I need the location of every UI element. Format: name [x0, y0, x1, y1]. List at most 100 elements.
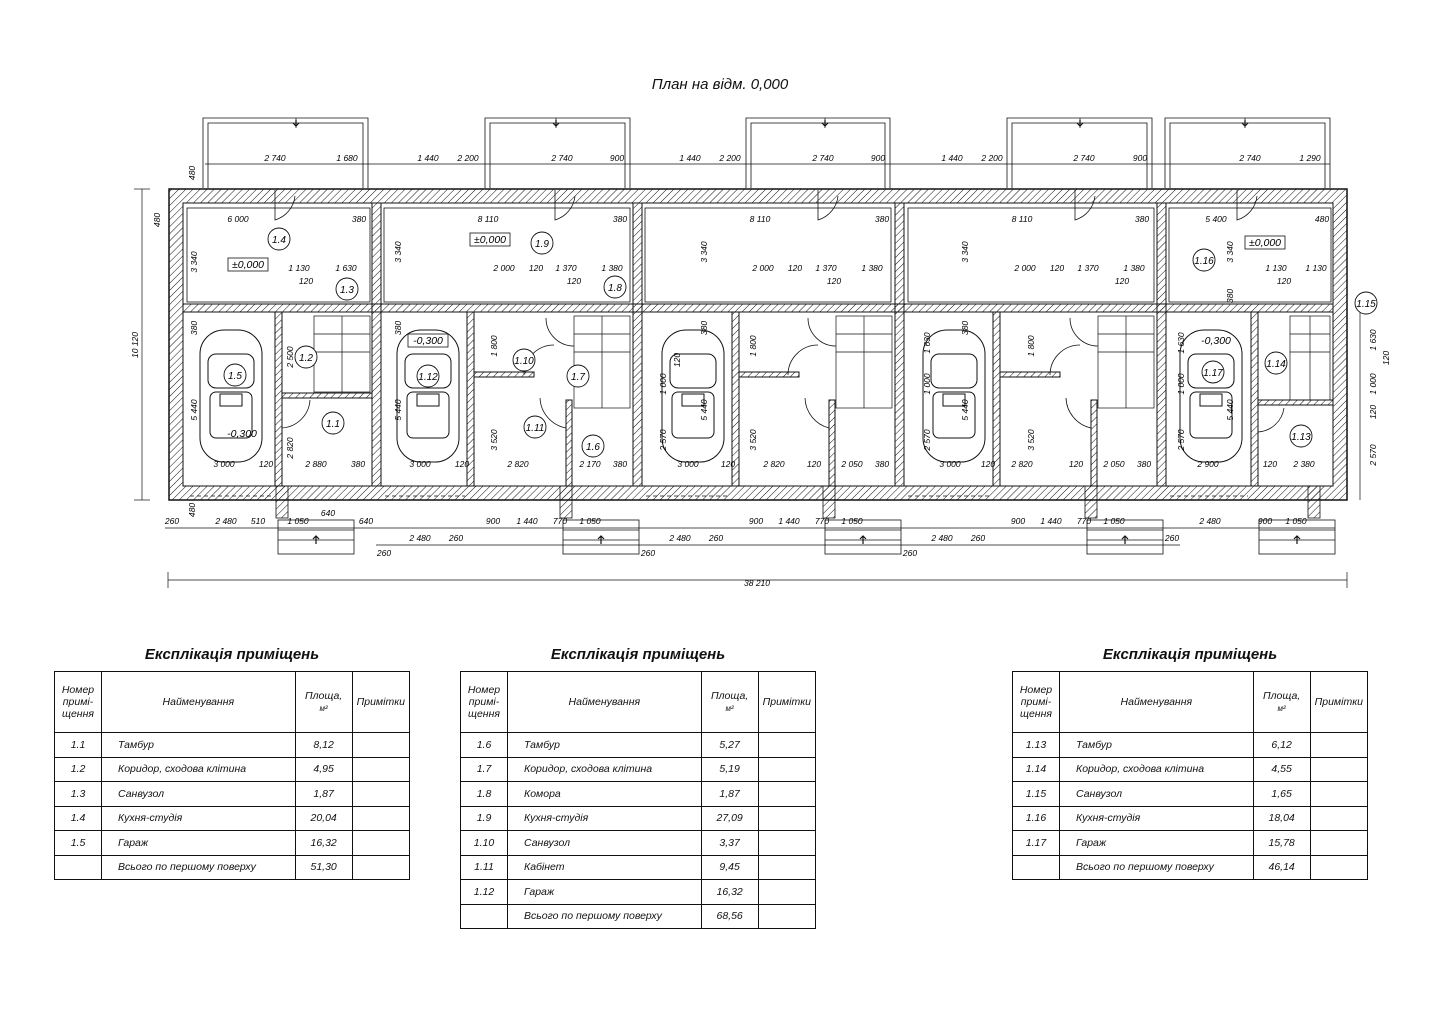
room-number-label: 1.7 — [571, 372, 585, 383]
total-note — [757, 903, 817, 929]
room-dimension-label: 2 900 — [1196, 459, 1219, 469]
col-name-header: Найменування — [1059, 671, 1254, 733]
room-dimension-label: 380 — [613, 459, 627, 469]
level-mark-label: -0,300 — [227, 428, 257, 440]
inner-dimension-label: 380 — [613, 214, 627, 224]
room-dimension-label: 2 820 — [1010, 459, 1033, 469]
room-marker-circle — [223, 363, 247, 387]
room-number: 1.8 — [460, 781, 508, 807]
top-dimension-label: 2 740 — [1238, 153, 1261, 163]
inner-dimension-label: 8 110 — [750, 214, 771, 224]
room-dimension-label: 2 000 — [492, 263, 515, 273]
room-marker-circle — [603, 275, 627, 299]
col-area-header: Площа,м² — [1252, 671, 1311, 733]
bottom-dimension-label: 260 — [1164, 533, 1179, 543]
room-number-label: 1.10 — [514, 356, 534, 367]
room-dimension-label: 380 — [351, 459, 365, 469]
room-number: 1.11 — [460, 854, 508, 880]
total-number — [1012, 854, 1060, 880]
bottom-dimension-label: 1 050 — [287, 516, 309, 526]
vertical-dimension-label: 1 800 — [748, 335, 758, 357]
room-name: Санвузол — [1059, 781, 1254, 807]
room-area: 1,87 — [294, 781, 353, 807]
bottom-dimension-label: 770 — [815, 516, 829, 526]
room-dimension-label: 1 380 — [601, 263, 623, 273]
vertical-dimension-label: 3 340 — [1225, 241, 1235, 263]
room-note — [1309, 732, 1369, 758]
top-dimension-label: 1 440 — [679, 153, 701, 163]
col-name-header: Найменування — [101, 671, 296, 733]
vertical-dimension-label: 480 — [152, 213, 162, 227]
room-marker-circle — [1192, 248, 1216, 272]
total-number — [54, 854, 102, 880]
number-header-line: щення — [468, 708, 500, 720]
room-marker-circle — [335, 277, 359, 301]
room-marker-circle — [1289, 424, 1313, 448]
room-dimension-label: 2 820 — [506, 459, 529, 469]
table-2-title: Експлікація приміщень — [550, 646, 726, 663]
room-marker-circle — [1264, 351, 1288, 375]
vertical-dimension-label: 2 570 — [1176, 429, 1186, 452]
top-dimension-label: 2 200 — [456, 153, 479, 163]
room-note — [1309, 781, 1369, 807]
room-dimension-label: 2 050 — [840, 459, 863, 469]
room-dimension-label: 120 — [1277, 276, 1291, 286]
room-area: 5,27 — [700, 732, 759, 758]
col-area-header: Площа,м² — [294, 671, 353, 733]
bottom-dimension-label: 2 480 — [408, 533, 431, 543]
interior-walls — [182, 202, 1334, 487]
room-dimension-label: 1 370 — [1077, 263, 1099, 273]
room-name: Комора — [507, 781, 702, 807]
inner-dimension-label: 380 — [1135, 214, 1149, 224]
room-note — [351, 756, 411, 782]
room-name: Гараж — [1059, 830, 1254, 856]
room-number: 1.17 — [1012, 830, 1060, 856]
bottom-dimension-label: 770 — [1077, 516, 1091, 526]
room-area: 1,65 — [1252, 781, 1311, 807]
room-dimension-label: 380 — [875, 459, 889, 469]
vertical-dimension-label: 1 000 — [1176, 373, 1186, 395]
room-marker-circle — [294, 345, 318, 369]
room-dimension-label: 120 — [827, 276, 841, 286]
vertical-dimension-label: 380 — [960, 321, 970, 335]
room-number: 1.13 — [1012, 732, 1060, 758]
level-mark-label: ±0,000 — [474, 234, 506, 246]
room-name: Санвузол — [507, 830, 702, 856]
vertical-dimension-label: 3 340 — [189, 251, 199, 273]
number-header-line: примі- — [62, 696, 94, 708]
room-area: 6,12 — [1252, 732, 1311, 758]
room-note — [757, 781, 817, 807]
area-header-line: Площа, — [711, 689, 749, 702]
room-dimension-label: 1 380 — [1123, 263, 1145, 273]
vertical-dimension-label: 1 630 — [1368, 329, 1378, 351]
bottom-dimension-label: 1 440 — [778, 516, 800, 526]
room-dimension-label: 3 000 — [213, 459, 235, 469]
total-number — [460, 903, 508, 929]
room-marker-circle — [267, 227, 291, 251]
vertical-dimension-label: 380 — [189, 321, 199, 335]
level-mark-label: -0,300 — [1201, 335, 1231, 347]
room-number: 1.15 — [1012, 781, 1060, 807]
total-label: Всього по першому поверху — [101, 854, 296, 880]
room-dimension-label: 2 170 — [578, 459, 601, 469]
room-dimension-label: 2 820 — [762, 459, 785, 469]
table-1-title: Експлікація приміщень — [144, 646, 320, 663]
bottom-dimension-label: 1 440 — [1040, 516, 1062, 526]
room-dimension-label: 120 — [1115, 276, 1129, 286]
bottom-dimension-label: 1 440 — [516, 516, 538, 526]
col-note-header: Примітки — [757, 671, 817, 733]
room-note — [351, 732, 411, 758]
room-dimension-label: 120 — [807, 459, 821, 469]
stairs — [313, 315, 1331, 409]
number-header-line: Номер — [467, 684, 501, 696]
level-mark-box — [227, 257, 269, 272]
